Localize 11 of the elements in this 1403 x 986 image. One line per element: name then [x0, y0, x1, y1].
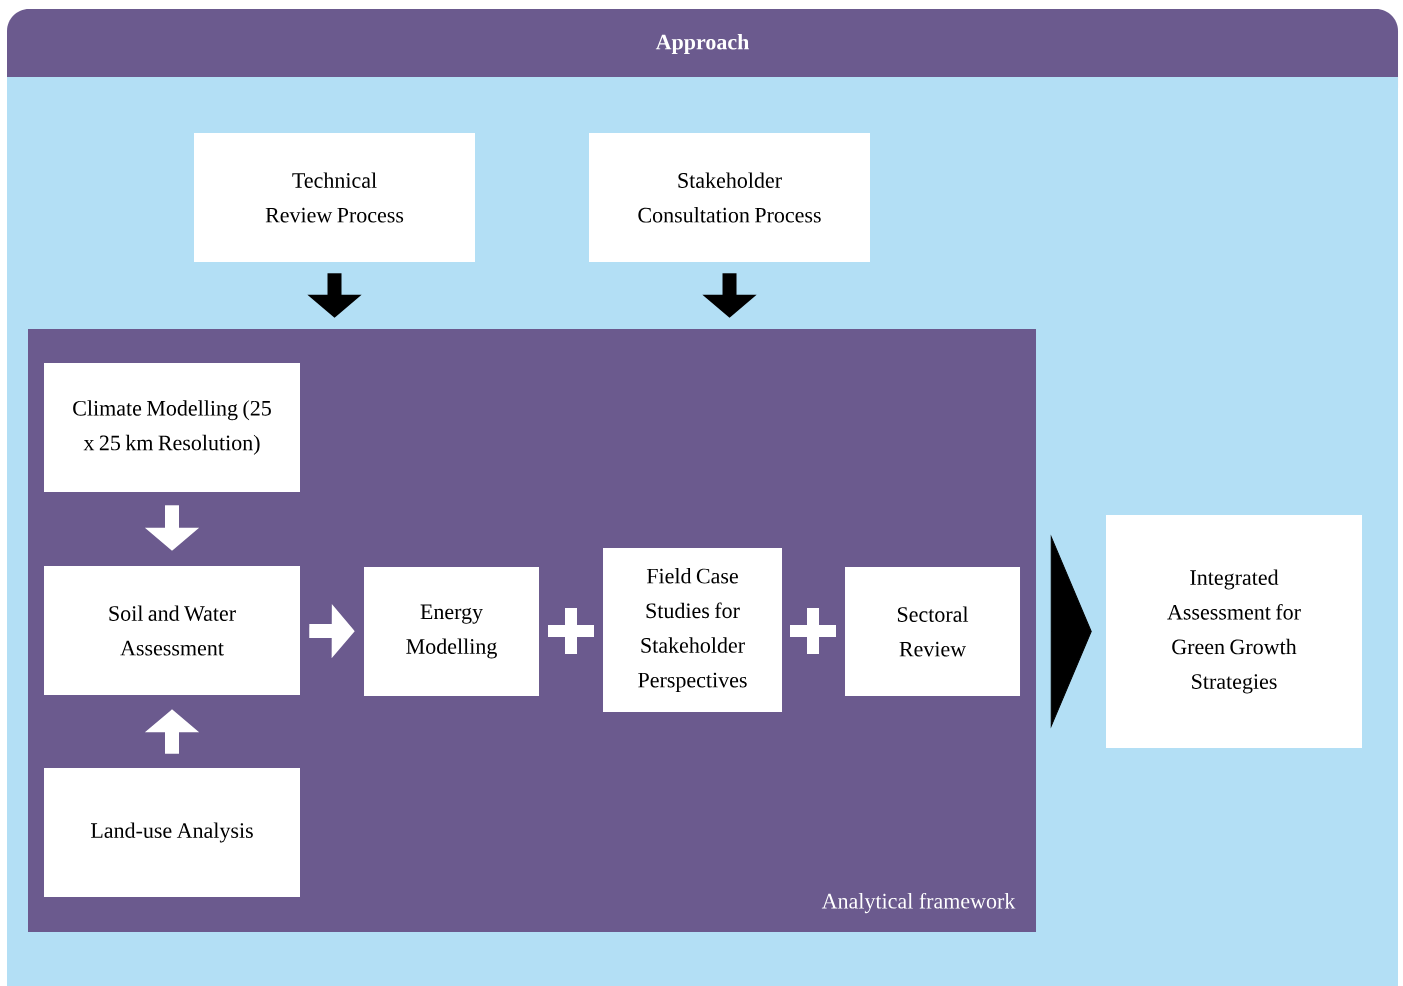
process-box: Sectoral Review [845, 567, 1020, 696]
process-box: Field Case Studies for Stakeholder Perspectives [603, 548, 782, 712]
process-box: Technical Review Process [194, 133, 475, 262]
process-box: Land-use Analysis [44, 768, 300, 897]
process-box: Soil and Water Assessment [44, 566, 300, 695]
process-box: Integrated Assessment for Green Growth Strategies [1106, 515, 1362, 748]
process-box: Energy Modelling [364, 567, 539, 696]
process-box: Stakeholder Consultation Process [589, 133, 870, 262]
block-arrow [1050, 536, 1092, 727]
process-box: Climate Modelling (25 x 25 km Resolution) [44, 363, 300, 492]
node-label: Approach [655, 34, 750, 54]
